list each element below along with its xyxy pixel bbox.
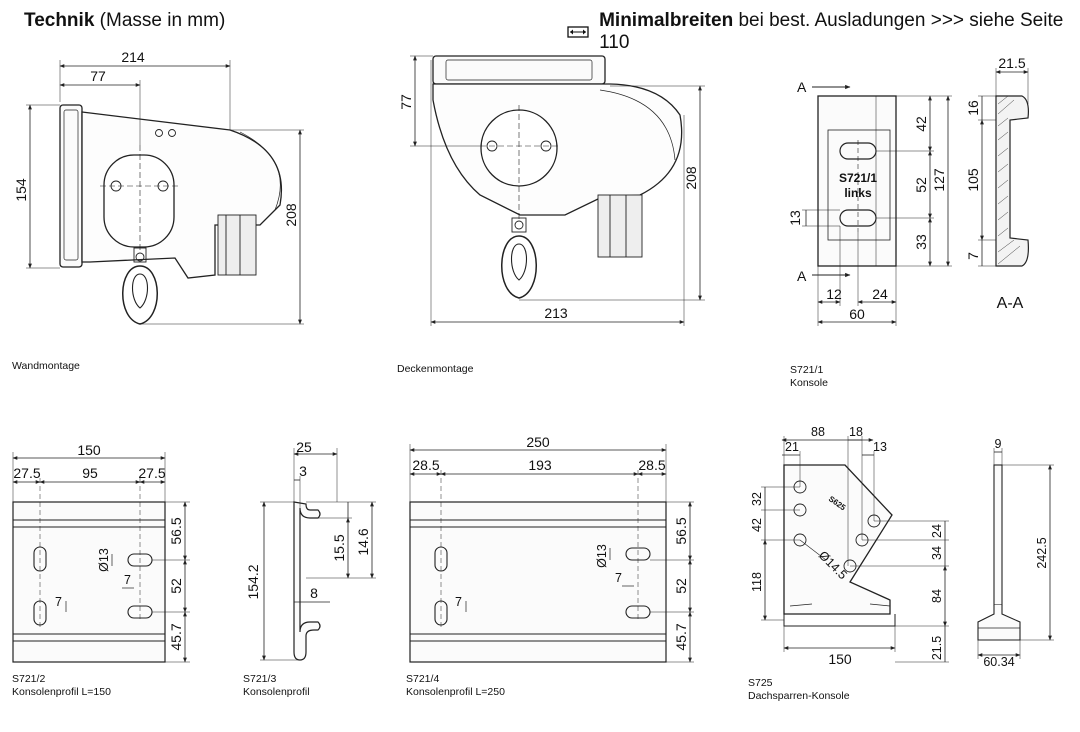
dim-s7211-60: 60 [849, 306, 865, 322]
ceiling-mount-drawing [410, 55, 705, 326]
dim-ceiling-height: 208 [683, 166, 699, 190]
dim-s725-18: 18 [849, 425, 863, 439]
dim-s7213-14-6: 14.6 [355, 528, 371, 555]
dim-ceiling-width: 213 [544, 305, 568, 321]
section-mark-top: A [797, 79, 807, 95]
dim-s725-side-9: 9 [995, 437, 1002, 451]
dim-s7211-105: 105 [965, 168, 981, 192]
dim-s725-84: 84 [930, 589, 944, 603]
dim-s725-21-5: 21.5 [930, 636, 944, 660]
dim-s7214-total: 250 [526, 434, 550, 450]
dim-s7214-52: 52 [673, 578, 689, 594]
dim-wall-width: 214 [121, 49, 145, 65]
dim-s725-34: 34 [930, 546, 944, 560]
dim-s7212-left: 27.5 [13, 465, 40, 481]
dim-s7214-gap: 7 [455, 595, 462, 609]
s725-rafter-bracket-drawing [761, 436, 1054, 663]
width-arrows-icon [567, 26, 589, 38]
dim-s7213-3: 3 [299, 463, 307, 479]
dim-s725-21: 21 [785, 440, 799, 454]
caption-s7212-code: S721/2 [12, 673, 46, 685]
caption-s7212-name: Konsolenprofil L=150 [12, 686, 111, 698]
caption-s7214-name: Konsolenprofil L=250 [406, 686, 505, 698]
dim-s7212-45-7: 45.7 [168, 623, 184, 650]
dim-s7214-56-5: 56.5 [673, 517, 689, 544]
dim-s7211-7: 7 [965, 252, 981, 260]
title-units: (Masse in mm) [99, 10, 226, 31]
dim-wall-height-right: 208 [283, 203, 299, 227]
dim-s725-150: 150 [828, 651, 852, 667]
dim-s725-88: 88 [811, 425, 825, 439]
section-mark-bottom: A [797, 268, 807, 284]
min-width-note: Minimalbreiten bei best. Ausladungen >>>… [566, 10, 1080, 54]
s721-3-profile-drawing [260, 448, 376, 661]
min-width-text: bei best. Ausladungen >>> siehe Seite 11… [599, 10, 1064, 53]
caption-s725: S725 Dachsparren-Konsole [748, 677, 850, 703]
dim-s7212-gap: 7 [55, 595, 62, 609]
dim-s7214-mid: 193 [528, 457, 552, 473]
dim-s7214-left: 28.5 [412, 457, 439, 473]
dim-s725-32: 32 [750, 492, 764, 506]
dim-s7213-154-2: 154.2 [245, 564, 261, 599]
min-width-bold: Minimalbreiten [599, 10, 734, 31]
dim-s725-118: 118 [750, 572, 764, 592]
dim-s7212-52: 52 [168, 578, 184, 594]
title-bold: Technik [24, 10, 95, 31]
dim-s7211-33: 33 [913, 234, 929, 250]
dim-s7212-slot: 7 [124, 573, 131, 587]
dim-s7214-hole: Ø13 [595, 544, 609, 568]
dim-wall-height-left: 154 [13, 178, 29, 202]
dim-ceiling-top: 77 [398, 94, 414, 110]
dim-s7213-15-5: 15.5 [331, 534, 347, 561]
dim-wall-offset: 77 [90, 68, 106, 84]
caption-s7213-name: Konsolenprofil [243, 686, 310, 698]
page-title: Technik (Masse in mm) [24, 10, 225, 32]
dim-s7214-right: 28.5 [638, 457, 665, 473]
dim-s7211-12: 12 [826, 286, 842, 302]
dim-s7212-mid: 95 [82, 465, 98, 481]
s7211-plate-side: links [844, 186, 872, 200]
dim-s7211-21-5: 21.5 [998, 55, 1025, 71]
dim-s7211-16: 16 [965, 100, 981, 116]
dim-s7212-right: 27.5 [138, 465, 165, 481]
caption-s7213: S721/3 Konsolenprofil [243, 673, 310, 699]
caption-s7211-code: S721/1 [790, 364, 824, 376]
dim-s7212-hole: Ø13 [97, 548, 111, 572]
dim-s7214-slot: 7 [615, 571, 622, 585]
dim-s7211-127: 127 [931, 168, 947, 192]
caption-s725-name: Dachsparren-Konsole [748, 690, 850, 702]
dim-s7212-56-5: 56.5 [168, 517, 184, 544]
dim-s7213-8: 8 [310, 585, 318, 601]
caption-s7213-code: S721/3 [243, 673, 277, 685]
dim-s7212-total: 150 [77, 442, 101, 458]
s7211-plate-label: S721/1 [839, 171, 877, 185]
s721-2-profile-drawing [12, 452, 190, 663]
caption-s725-code: S725 [748, 677, 773, 689]
caption-s7214-code: S721/4 [406, 673, 440, 685]
dim-s725-42: 42 [750, 518, 764, 532]
dim-s7214-45-7: 45.7 [673, 623, 689, 650]
dim-s725-24: 24 [930, 524, 944, 538]
s721-1-bracket-drawing [802, 68, 1029, 326]
caption-wall-mount: Wandmontage [12, 360, 80, 372]
dim-s7213-25: 25 [296, 439, 312, 455]
dim-s7211-24: 24 [872, 286, 888, 302]
caption-ceiling-mount: Deckenmontage [397, 363, 474, 375]
dim-s7211-52: 52 [913, 177, 929, 193]
wall-mount-drawing [26, 60, 304, 325]
caption-s7211: S721/1 Konsole [790, 364, 828, 390]
dim-s7211-42: 42 [913, 116, 929, 132]
dim-s725-side-242-5: 242.5 [1035, 537, 1049, 568]
caption-s7212: S721/2 Konsolenprofil L=150 [12, 673, 111, 699]
dim-s725-13: 13 [873, 440, 887, 454]
dim-s725-side-60-34: 60.34 [983, 655, 1014, 669]
dim-s7211-13: 13 [787, 210, 803, 226]
caption-s7214: S721/4 Konsolenprofil L=250 [406, 673, 505, 699]
section-label-aa: A-A [997, 295, 1024, 312]
caption-s7211-name: Konsole [790, 377, 828, 389]
s721-4-profile-drawing [409, 444, 694, 663]
